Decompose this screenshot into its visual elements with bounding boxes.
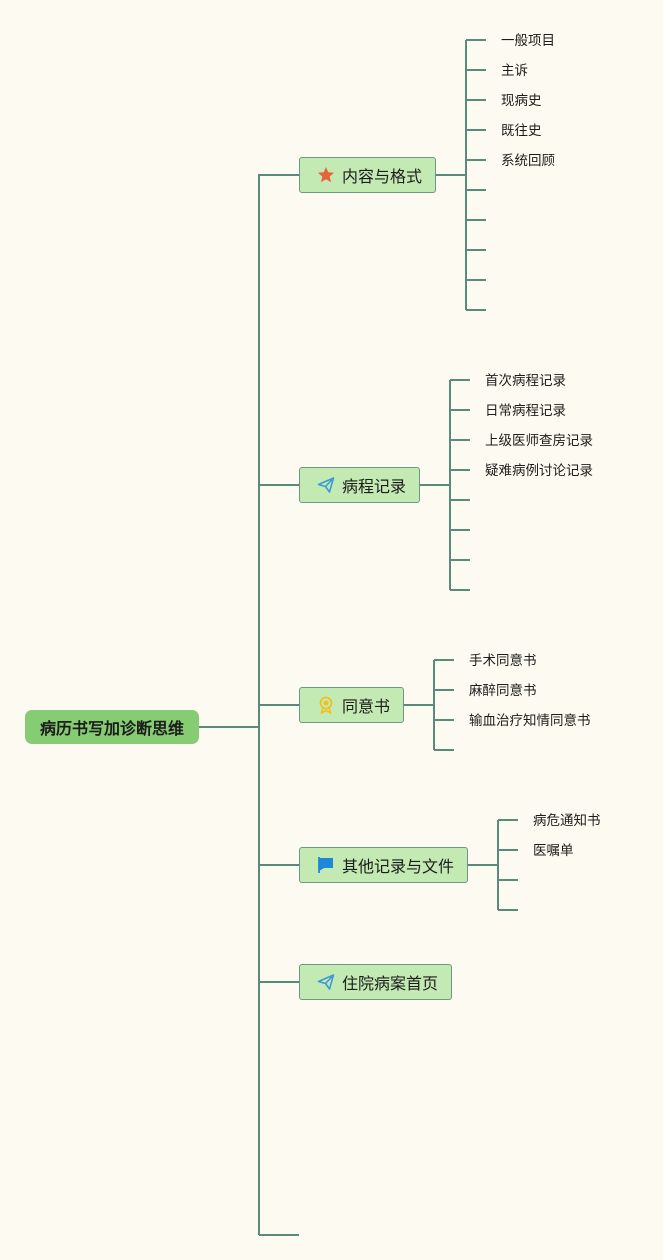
paper-plane-icon: [317, 973, 335, 991]
root-topic[interactable]: 病历书写加诊断思维: [25, 710, 199, 744]
branch-label: 同意书: [342, 697, 391, 716]
flag-icon: [317, 856, 335, 874]
leaf-topic[interactable]: 一般项目: [501, 33, 555, 49]
leaf-topic[interactable]: 手术同意书: [469, 653, 537, 669]
leaf-topic[interactable]: 既往史: [501, 123, 542, 139]
branch-progress-notes[interactable]: 病程记录: [299, 467, 420, 503]
leaf-topic[interactable]: 麻醉同意书: [469, 683, 537, 699]
branch-label: 其他记录与文件: [342, 857, 455, 876]
branch-label: 住院病案首页: [342, 974, 439, 993]
leaf-topic[interactable]: 上级医师查房记录: [485, 433, 593, 449]
leaf-topic[interactable]: 病危通知书: [533, 813, 601, 829]
leaf-topic[interactable]: 医嘱单: [533, 843, 574, 859]
leaf-topic[interactable]: 主诉: [501, 63, 528, 79]
paper-plane-icon: [317, 476, 335, 494]
branch-other-records[interactable]: 其他记录与文件: [299, 847, 468, 883]
leaf-topic[interactable]: 首次病程记录: [485, 373, 566, 389]
leaf-topic[interactable]: 系统回顾: [501, 153, 555, 169]
branch-label: 病程记录: [342, 477, 407, 496]
leaf-topic[interactable]: 输血治疗知情同意书: [469, 713, 591, 729]
branch-consent-forms[interactable]: 同意书: [299, 687, 404, 723]
star-icon: [317, 166, 335, 184]
branch-admission-front-page[interactable]: 住院病案首页: [299, 964, 452, 1000]
branch-label: 内容与格式: [342, 167, 423, 186]
leaf-topic[interactable]: 现病史: [501, 93, 542, 109]
branch-content-format[interactable]: 内容与格式: [299, 157, 436, 193]
leaf-topic[interactable]: 疑难病例讨论记录: [485, 463, 593, 479]
award-ribbon-icon: [317, 696, 335, 714]
leaf-topic[interactable]: 日常病程记录: [485, 403, 566, 419]
